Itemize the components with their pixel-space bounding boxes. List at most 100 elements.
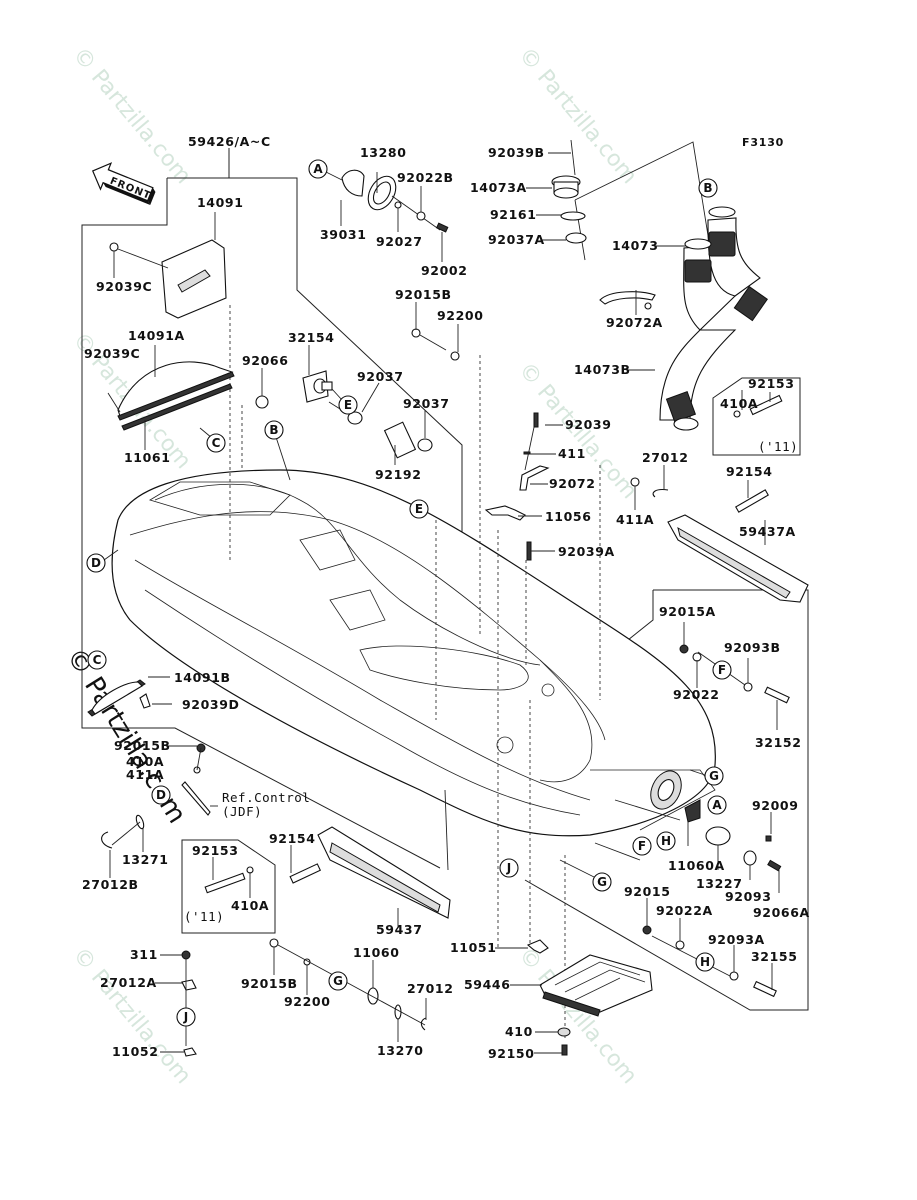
label-92015A[interactable]: 92015A bbox=[659, 604, 716, 619]
label-27012-top[interactable]: 27012 bbox=[642, 450, 689, 465]
part-92153-top bbox=[749, 394, 783, 416]
callout-F-right[interactable]: F bbox=[712, 660, 732, 680]
label-27012-bot[interactable]: 27012 bbox=[407, 981, 454, 996]
label-92039A[interactable]: 92039A bbox=[558, 544, 615, 559]
label-92015[interactable]: 92015 bbox=[624, 884, 671, 899]
label-411A-left[interactable]: 411A bbox=[126, 767, 164, 782]
label-92200-bot[interactable]: 92200 bbox=[284, 994, 331, 1009]
part-11060A bbox=[684, 799, 701, 823]
callout-A-top[interactable]: A bbox=[308, 159, 343, 181]
callout-D-left[interactable]: D bbox=[86, 549, 119, 573]
label-92015B-left[interactable]: 92015B bbox=[114, 738, 171, 753]
label-92037-2[interactable]: 92037 bbox=[403, 396, 450, 411]
label-14073B[interactable]: 14073B bbox=[574, 362, 631, 377]
label-11061[interactable]: 11061 bbox=[124, 450, 171, 465]
label-92161[interactable]: 92161 bbox=[490, 207, 537, 222]
label-32152[interactable]: 32152 bbox=[755, 735, 802, 750]
label-92072A[interactable]: 92072A bbox=[606, 315, 663, 330]
callout-H-bot[interactable]: H bbox=[695, 952, 715, 972]
callout-J-mid[interactable]: J bbox=[499, 858, 519, 878]
label-14073A[interactable]: 14073A bbox=[470, 180, 527, 195]
label-92039C-2[interactable]: 92039C bbox=[84, 346, 140, 361]
callout-C-top[interactable]: C bbox=[199, 427, 226, 453]
callout-G-right[interactable]: G bbox=[689, 766, 724, 786]
label-411[interactable]: 411 bbox=[558, 446, 586, 461]
callout-D-left-low[interactable]: D bbox=[151, 785, 171, 805]
label-59426[interactable]: 59426/A~C bbox=[188, 134, 271, 149]
label-92039B[interactable]: 92039B bbox=[488, 145, 545, 160]
part-32152 bbox=[764, 686, 790, 704]
label-92153-bot[interactable]: 92153 bbox=[192, 843, 239, 858]
label-410A-top[interactable]: 410A bbox=[720, 396, 758, 411]
label-92039C[interactable]: 92039C bbox=[96, 279, 152, 294]
label-ref-control-jdf[interactable]: (JDF) bbox=[222, 804, 262, 819]
label-14091[interactable]: 14091 bbox=[197, 195, 244, 210]
label-92039D[interactable]: 92039D bbox=[182, 697, 239, 712]
label-411A-top[interactable]: 411A bbox=[616, 512, 654, 527]
label-11060[interactable]: 11060 bbox=[353, 945, 400, 960]
part-92015 bbox=[642, 925, 652, 935]
callout-H-mid[interactable]: H bbox=[656, 831, 676, 851]
label-410[interactable]: 410 bbox=[505, 1024, 533, 1039]
label-92022B[interactable]: 92022B bbox=[397, 170, 454, 185]
label-92154-top[interactable]: 92154 bbox=[726, 464, 773, 479]
label-11060A[interactable]: 11060A bbox=[668, 858, 725, 873]
label-92093[interactable]: 92093 bbox=[725, 889, 772, 904]
label-32155[interactable]: 32155 bbox=[751, 949, 798, 964]
label-92150[interactable]: 92150 bbox=[488, 1046, 535, 1061]
callout-G-mid[interactable]: G bbox=[559, 859, 612, 892]
part-59437-step bbox=[317, 826, 451, 919]
label-92027[interactable]: 92027 bbox=[376, 234, 423, 249]
svg-text:H: H bbox=[700, 955, 710, 969]
label-14091A[interactable]: 14091A bbox=[128, 328, 185, 343]
label-14073[interactable]: 14073 bbox=[612, 238, 659, 253]
label-13271[interactable]: 13271 bbox=[122, 852, 169, 867]
label-32154[interactable]: 32154 bbox=[288, 330, 335, 345]
callout-E-top[interactable]: E bbox=[328, 395, 358, 415]
label-92154-bot[interactable]: 92154 bbox=[269, 831, 316, 846]
label-leaders bbox=[109, 152, 780, 1054]
label-92009[interactable]: 92009 bbox=[752, 798, 799, 813]
label-92015B-bot[interactable]: 92015B bbox=[241, 976, 298, 991]
label-92037[interactable]: 92037 bbox=[357, 369, 404, 384]
label-ref-control[interactable]: Ref.Control bbox=[222, 790, 310, 805]
label-59446[interactable]: 59446 bbox=[464, 977, 511, 992]
label-92015B[interactable]: 92015B bbox=[395, 287, 452, 302]
label-410A-left[interactable]: 410A bbox=[126, 754, 164, 769]
label-92072[interactable]: 92072 bbox=[549, 476, 596, 491]
label-92037A[interactable]: 92037A bbox=[488, 232, 545, 247]
label-410A-bot[interactable]: 410A bbox=[231, 898, 269, 913]
callout-C-left[interactable]: C bbox=[87, 650, 107, 670]
label-92093B[interactable]: 92093B bbox=[724, 640, 781, 655]
callout-A-right[interactable]: A bbox=[707, 795, 727, 815]
callout-F-mid[interactable]: F bbox=[632, 836, 652, 856]
callout-G-bot[interactable]: G bbox=[328, 971, 348, 991]
label-92200[interactable]: 92200 bbox=[437, 308, 484, 323]
label-59437[interactable]: 59437 bbox=[376, 922, 423, 937]
label-13227[interactable]: 13227 bbox=[696, 876, 743, 891]
label-11051[interactable]: 11051 bbox=[450, 940, 497, 955]
label-92002[interactable]: 92002 bbox=[421, 263, 468, 278]
callout-J-bot[interactable]: J bbox=[176, 1007, 196, 1027]
label-92066[interactable]: 92066 bbox=[242, 353, 289, 368]
callout-E-mid[interactable]: E bbox=[409, 499, 429, 519]
label-27012B[interactable]: 27012B bbox=[82, 877, 139, 892]
label-92022[interactable]: 92022 bbox=[673, 687, 720, 702]
label-13270[interactable]: 13270 bbox=[377, 1043, 424, 1058]
label-14091B[interactable]: 14091B bbox=[174, 670, 231, 685]
callout-B-mid[interactable]: B bbox=[264, 420, 291, 481]
label-92153-top[interactable]: 92153 bbox=[748, 376, 795, 391]
label-92093A[interactable]: 92093A bbox=[708, 932, 765, 947]
label-92039[interactable]: 92039 bbox=[565, 417, 612, 432]
label-92192[interactable]: 92192 bbox=[375, 467, 422, 482]
label-13280[interactable]: 13280 bbox=[360, 145, 407, 160]
label-39031[interactable]: 39031 bbox=[320, 227, 367, 242]
label-11052[interactable]: 11052 bbox=[112, 1044, 159, 1059]
label-92022A[interactable]: 92022A bbox=[656, 903, 713, 918]
label-27012A[interactable]: 27012A bbox=[100, 975, 157, 990]
callout-B-top[interactable]: B bbox=[698, 178, 718, 198]
label-92066A[interactable]: 92066A bbox=[753, 905, 810, 920]
label-59437A[interactable]: 59437A bbox=[739, 524, 796, 539]
label-11056[interactable]: 11056 bbox=[545, 509, 592, 524]
label-311[interactable]: 311 bbox=[130, 947, 158, 962]
